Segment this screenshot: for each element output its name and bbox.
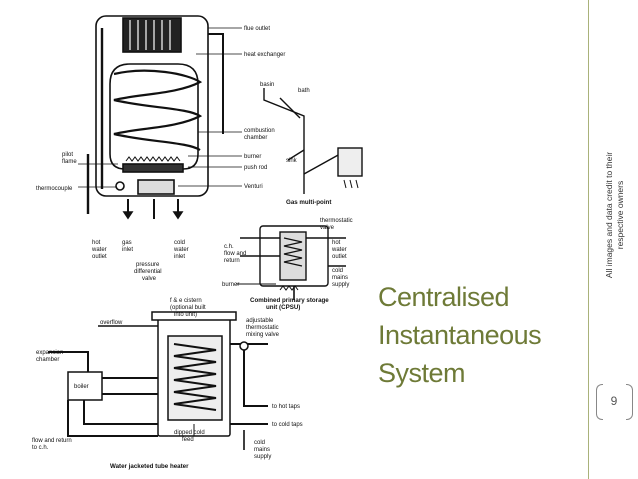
svg-text:(optional built: (optional built — [170, 305, 206, 311]
svg-text:inlet: inlet — [122, 247, 133, 253]
top-diagram-labels: flue outlet heat exchanger basin bath co… — [36, 26, 331, 282]
svg-text:outlet: outlet — [92, 254, 107, 260]
svg-text:cold: cold — [332, 268, 343, 274]
svg-text:thermostatic: thermostatic — [246, 325, 279, 331]
svg-text:flue outlet: flue outlet — [244, 26, 270, 32]
svg-text:unit (CPSU): unit (CPSU) — [266, 304, 300, 311]
svg-text:thermostatic: thermostatic — [320, 218, 353, 224]
svg-text:into unit): into unit) — [174, 312, 197, 318]
page-number: 9 — [610, 394, 618, 408]
instantaneous-heater-diagram — [78, 15, 363, 220]
svg-text:valve: valve — [142, 276, 157, 282]
svg-text:adjustable: adjustable — [246, 318, 274, 324]
svg-text:mixing valve: mixing valve — [246, 332, 280, 338]
tube-heater-labels: f & e cistern (optional built into unit)… — [32, 298, 303, 470]
title-line-3: System — [378, 358, 466, 388]
svg-text:hot: hot — [92, 240, 101, 246]
svg-text:Combined primary storage: Combined primary storage — [250, 297, 329, 304]
svg-text:to hot taps: to hot taps — [272, 404, 300, 410]
svg-text:push rod: push rod — [244, 165, 267, 171]
svg-text:c.h.: c.h. — [224, 244, 234, 250]
credit-line-2: respective owners — [615, 180, 625, 250]
sidebar-divider — [588, 0, 589, 479]
svg-text:sink: sink — [286, 158, 298, 164]
slide-title: Centralised Instantaneous System — [378, 278, 588, 392]
tube-heater-diagram — [48, 311, 268, 450]
svg-text:cold: cold — [254, 440, 265, 446]
svg-text:chamber: chamber — [244, 135, 267, 141]
svg-text:water: water — [173, 247, 189, 253]
svg-text:water: water — [91, 247, 107, 253]
svg-text:f & e cistern: f & e cistern — [170, 298, 202, 304]
svg-text:dipped cold: dipped cold — [174, 430, 205, 436]
svg-text:pilot: pilot — [62, 152, 73, 158]
svg-text:water: water — [331, 247, 347, 253]
svg-text:Gas multi-point: Gas multi-point — [286, 199, 331, 206]
svg-text:thermocouple: thermocouple — [36, 186, 73, 192]
svg-text:hot: hot — [332, 240, 341, 246]
title-line-2: Instantaneous — [378, 320, 542, 350]
svg-text:supply: supply — [332, 282, 349, 288]
svg-text:return: return — [224, 258, 240, 264]
svg-text:mains: mains — [332, 275, 348, 281]
svg-text:boiler: boiler — [74, 384, 89, 390]
svg-text:cold: cold — [174, 240, 185, 246]
page-number-bracket-right — [626, 384, 633, 420]
svg-text:mains: mains — [254, 447, 270, 453]
title-line-1: Centralised — [378, 282, 510, 312]
svg-text:supply: supply — [254, 454, 271, 460]
svg-text:to cold taps: to cold taps — [272, 422, 303, 428]
svg-text:bath: bath — [298, 88, 310, 94]
svg-text:expansion: expansion — [36, 350, 63, 356]
svg-text:inlet: inlet — [174, 254, 185, 260]
credit-line-1: All images and data credit to their — [604, 151, 614, 279]
svg-text:feed: feed — [182, 437, 194, 443]
svg-text:flame: flame — [62, 159, 77, 165]
page-number-bracket-left — [596, 384, 603, 420]
svg-text:chamber: chamber — [36, 357, 59, 363]
svg-text:combustion: combustion — [244, 128, 275, 134]
svg-text:burner: burner — [222, 282, 239, 288]
water-heater-diagrams: flue outlet heat exchanger basin bath co… — [32, 15, 363, 470]
svg-text:flow and return: flow and return — [32, 438, 72, 444]
cpsu-diagram — [236, 225, 346, 300]
svg-text:burner: burner — [244, 154, 261, 160]
svg-text:heat exchanger: heat exchanger — [244, 52, 285, 58]
svg-text:to c.h.: to c.h. — [32, 445, 49, 451]
svg-text:flow and: flow and — [224, 251, 246, 257]
svg-text:gas: gas — [122, 240, 132, 246]
svg-text:overflow: overflow — [100, 320, 123, 326]
svg-text:differential: differential — [134, 269, 162, 275]
svg-text:outlet: outlet — [332, 254, 347, 260]
image-credit: All images and data credit to their resp… — [604, 140, 626, 290]
svg-text:basin: basin — [260, 82, 274, 88]
svg-text:pressure: pressure — [136, 262, 160, 268]
svg-text:Water jacketed tube heater: Water jacketed tube heater — [110, 463, 189, 470]
svg-text:Venturi: Venturi — [244, 184, 263, 190]
svg-text:valve: valve — [320, 225, 335, 231]
cpsu-labels: thermostatic valve c.h. flow and return … — [222, 218, 353, 311]
